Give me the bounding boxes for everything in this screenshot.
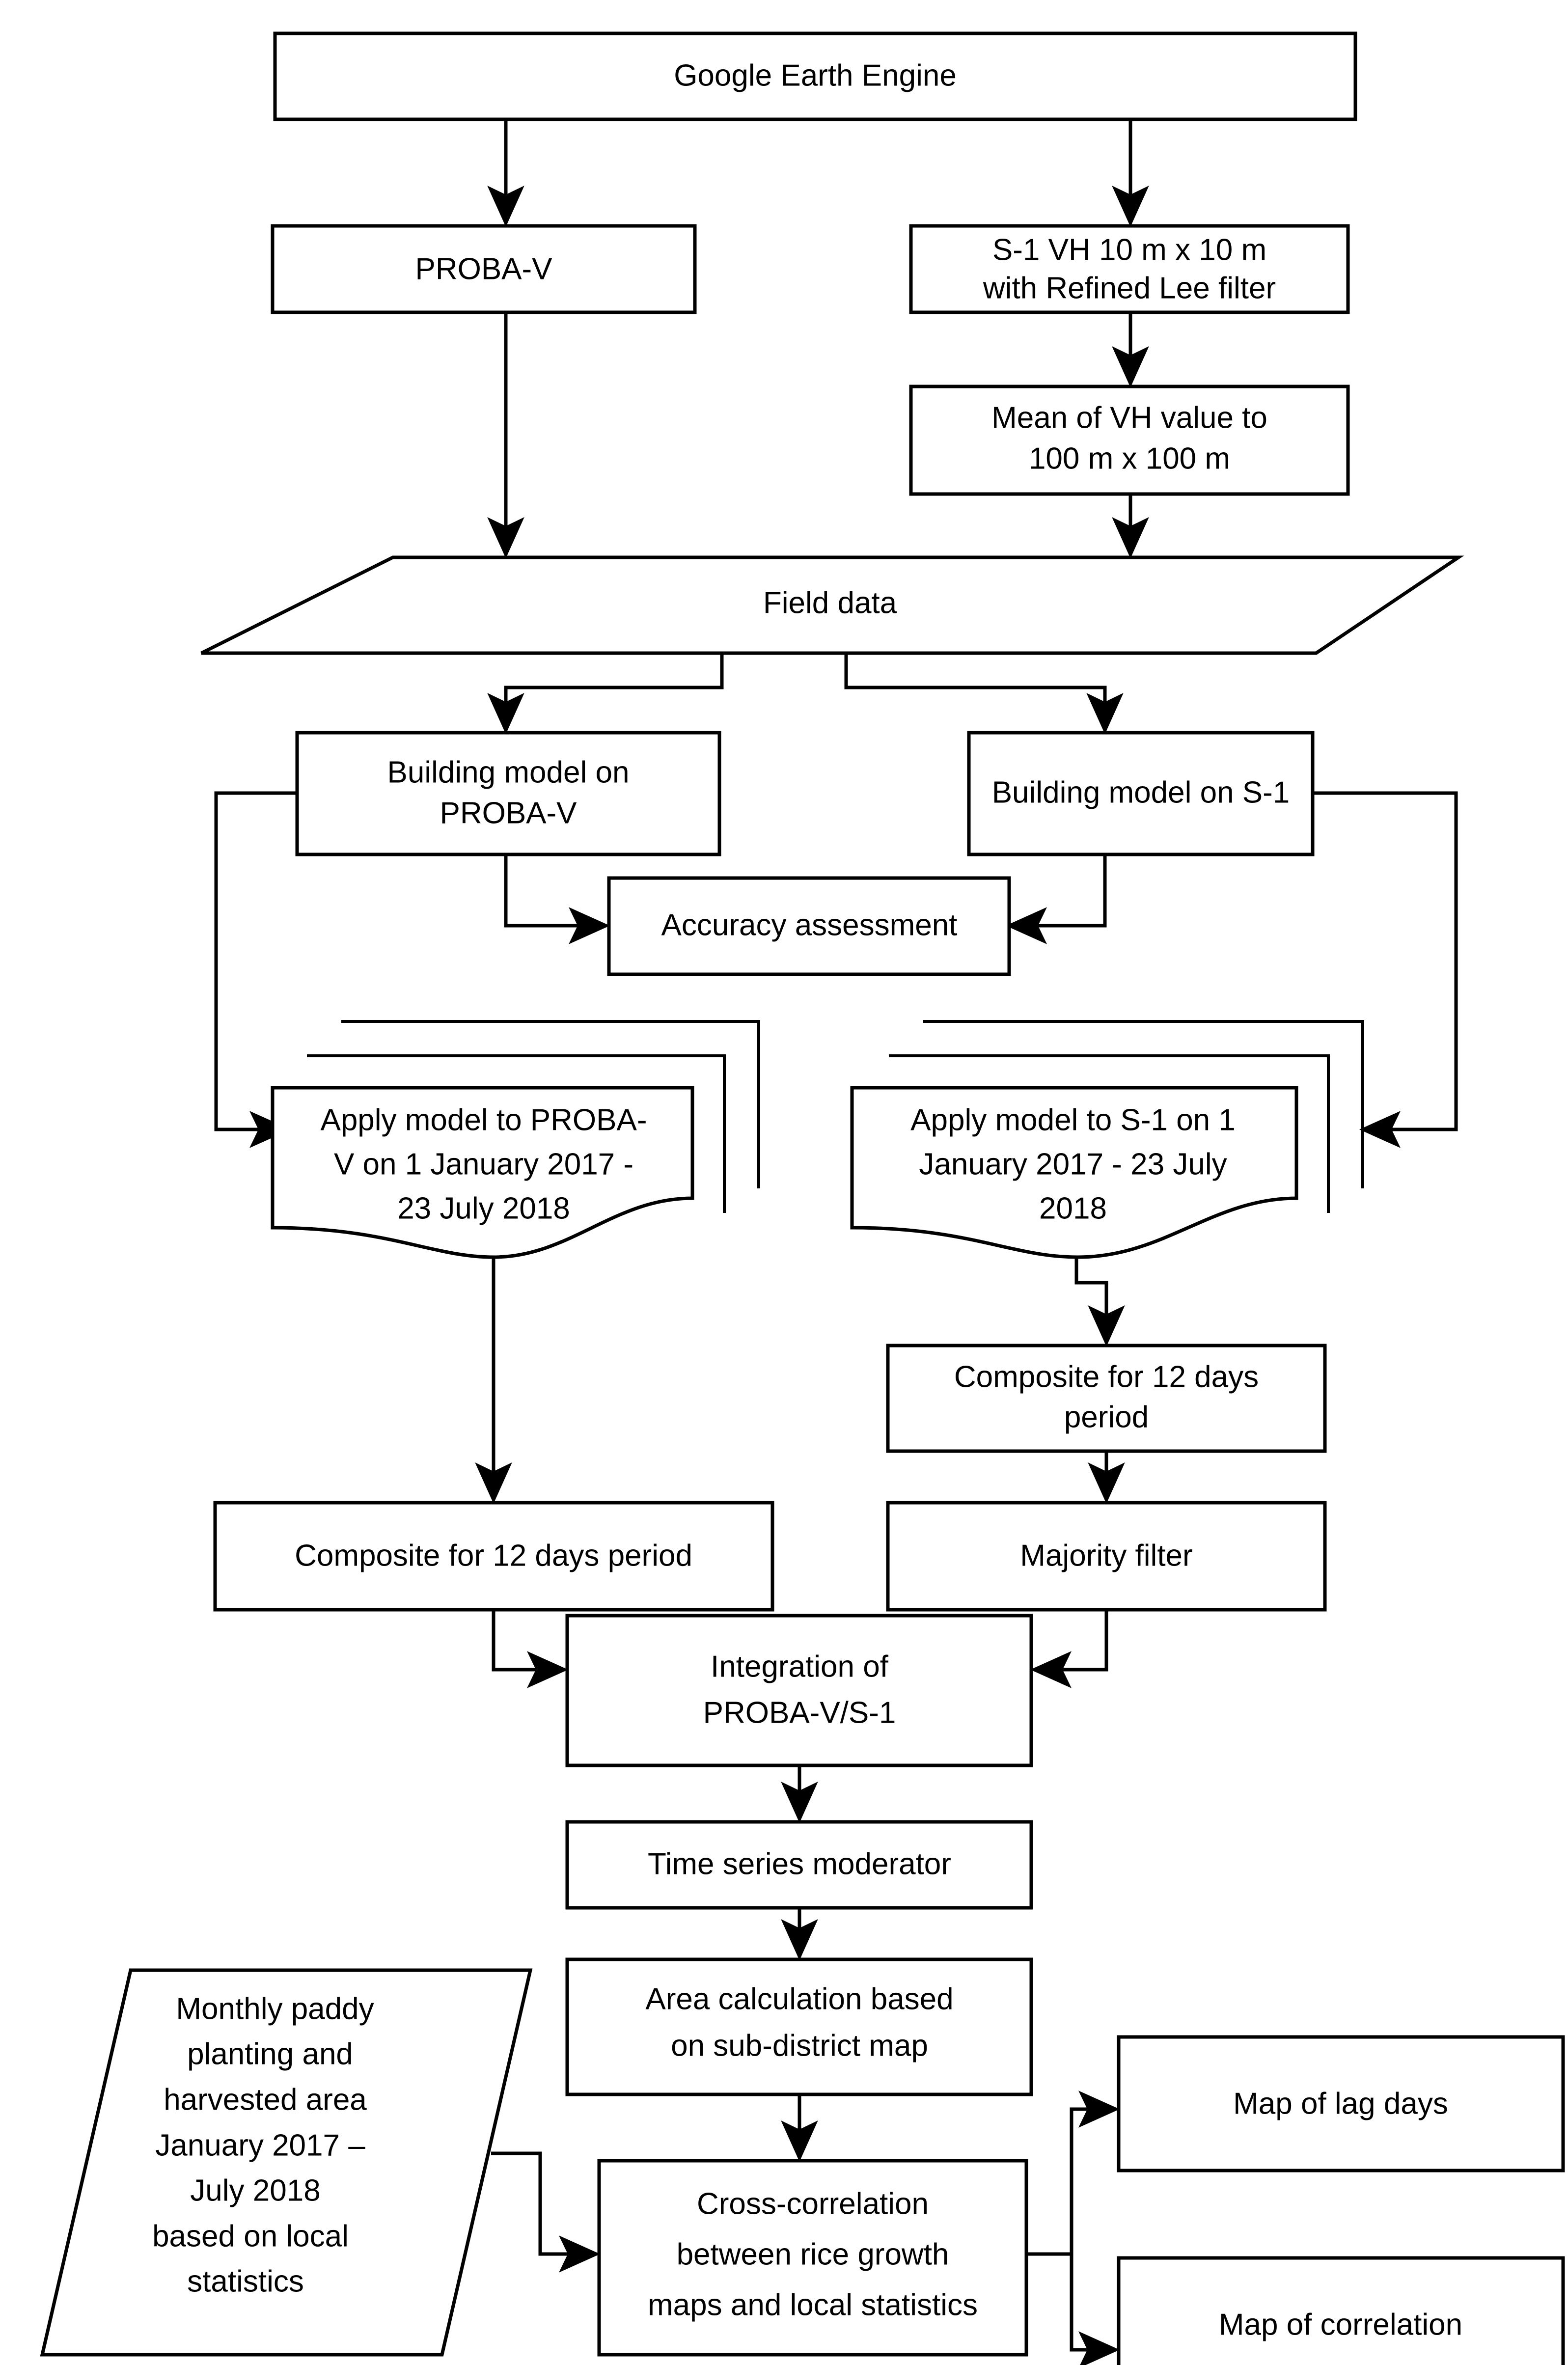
edge-bm-probav-to-accuracy bbox=[504, 854, 610, 944]
edge-crosscorr-to-mapcorr bbox=[1070, 2254, 1120, 2365]
node-label: Map of lag days bbox=[1233, 2087, 1448, 2120]
node-majority-filter[interactable]: Majority filter bbox=[886, 1501, 1327, 1612]
node-label: Composite for 12 days period bbox=[295, 1539, 692, 1572]
node-map-of-correlation[interactable]: Map of correlation bbox=[1117, 2256, 1565, 2365]
edge-majority-to-integration bbox=[1030, 1610, 1108, 1688]
node-time-series-moderator[interactable]: Time series moderator bbox=[565, 1820, 1033, 1910]
node-label: Accuracy assessment bbox=[661, 908, 958, 942]
edge-crosscorr-to-maplag bbox=[1027, 2090, 1120, 2256]
node-label-line2: planting and bbox=[187, 2037, 353, 2071]
edge-stats-to-crosscorr bbox=[491, 2151, 600, 2273]
node-apply-model-s1[interactable]: Apply model to S-1 on 1 January 2017 - 2… bbox=[850, 1020, 1364, 1259]
node-label-line1: Mean of VH value to bbox=[991, 401, 1267, 435]
node-integration-proba-v-s1[interactable]: Integration of PROBA-V/S-1 bbox=[565, 1614, 1033, 1767]
node-mean-vh-value[interactable]: Mean of VH value to 100 m x 100 m bbox=[909, 385, 1350, 496]
edge-fielddata-to-bm-probav bbox=[487, 653, 724, 734]
node-label-line2: period bbox=[1064, 1400, 1149, 1434]
node-label-line6: based on local bbox=[152, 2219, 349, 2253]
node-label-line2: 100 m x 100 m bbox=[1029, 441, 1230, 475]
node-label-line3: maps and local statistics bbox=[648, 2288, 978, 2322]
edge-bm-probav-to-apply-pv bbox=[214, 791, 297, 1148]
node-composite-12-days-s1[interactable]: Composite for 12 days period bbox=[886, 1344, 1327, 1453]
node-label: PROBA-V bbox=[415, 252, 552, 286]
node-label-line2: with Refined Lee filter bbox=[983, 271, 1276, 305]
node-label-line1: Area calculation based bbox=[645, 1982, 953, 2016]
node-label-line2: on sub-district map bbox=[671, 2029, 928, 2062]
node-label-line1: Monthly paddy bbox=[176, 1992, 374, 2026]
edge-comp-pv-to-integration bbox=[492, 1610, 568, 1688]
node-proba-v[interactable]: PROBA-V bbox=[271, 224, 697, 314]
node-label-line3: harvested area bbox=[164, 2083, 367, 2117]
node-cross-correlation[interactable]: Cross-correlation between rice growth ma… bbox=[597, 2159, 1028, 2357]
node-label-line1: S-1 VH 10 m x 10 m bbox=[992, 233, 1266, 267]
node-google-earth-engine[interactable]: Google Earth Engine bbox=[273, 31, 1357, 121]
node-label: Field data bbox=[763, 586, 897, 620]
node-label-line4: January 2017 – bbox=[155, 2128, 365, 2162]
node-monthly-paddy-statistics[interactable]: Monthly paddy planting and harvested are… bbox=[40, 1968, 533, 2357]
edge-fielddata-to-bm-s1 bbox=[844, 653, 1124, 734]
node-field-data[interactable]: Field data bbox=[200, 555, 1464, 655]
node-label-line1: Apply model to PROBA- bbox=[320, 1103, 647, 1137]
node-apply-model-proba-v[interactable]: Apply model to PROBA- V on 1 January 201… bbox=[271, 1020, 760, 1259]
node-label-line5: July 2018 bbox=[190, 2173, 320, 2207]
node-label: Google Earth Engine bbox=[674, 58, 957, 92]
node-label-line1: Composite for 12 days bbox=[954, 1360, 1259, 1394]
node-accuracy-assessment[interactable]: Accuracy assessment bbox=[607, 876, 1011, 976]
node-label-line2: January 2017 - 23 July bbox=[919, 1147, 1227, 1181]
node-composite-12-days-proba-v[interactable]: Composite for 12 days period bbox=[213, 1501, 774, 1612]
node-label-line2: between rice growth bbox=[677, 2237, 949, 2271]
node-label-line3: 2018 bbox=[1039, 1191, 1107, 1225]
node-label: Time series moderator bbox=[648, 1847, 951, 1881]
node-label-line1: Building model on bbox=[387, 755, 630, 789]
node-label-line3: 23 July 2018 bbox=[397, 1191, 570, 1225]
node-label: Map of correlation bbox=[1219, 2308, 1462, 2341]
edge-bm-s1-to-accuracy bbox=[1006, 854, 1107, 944]
node-label-line2: PROBA-V/S-1 bbox=[703, 1696, 896, 1730]
node-label: Building model on S-1 bbox=[992, 775, 1290, 809]
node-map-of-lag-days[interactable]: Map of lag days bbox=[1117, 2035, 1565, 2172]
edge-apply-s1-to-comp-s1 bbox=[1074, 1238, 1125, 1347]
node-label-line1: Cross-correlation bbox=[697, 2187, 929, 2221]
node-label-line7: statistics bbox=[187, 2264, 304, 2298]
edge-bm-s1-to-apply-s1 bbox=[1313, 791, 1458, 1148]
node-area-calculation[interactable]: Area calculation based on sub-district m… bbox=[565, 1957, 1033, 2096]
node-building-model-proba-v[interactable]: Building model on PROBA-V bbox=[295, 731, 721, 856]
node-building-model-s1[interactable]: Building model on S-1 bbox=[967, 731, 1315, 856]
node-label: Majority filter bbox=[1020, 1539, 1192, 1572]
node-label-line1: Apply model to S-1 on 1 bbox=[910, 1103, 1236, 1137]
node-label-line2: PROBA-V bbox=[440, 796, 577, 830]
node-s1-vh-refined-lee[interactable]: S-1 VH 10 m x 10 m with Refined Lee filt… bbox=[909, 224, 1350, 314]
node-label-line1: Integration of bbox=[711, 1650, 889, 1683]
node-label-line2: V on 1 January 2017 - bbox=[334, 1147, 633, 1181]
